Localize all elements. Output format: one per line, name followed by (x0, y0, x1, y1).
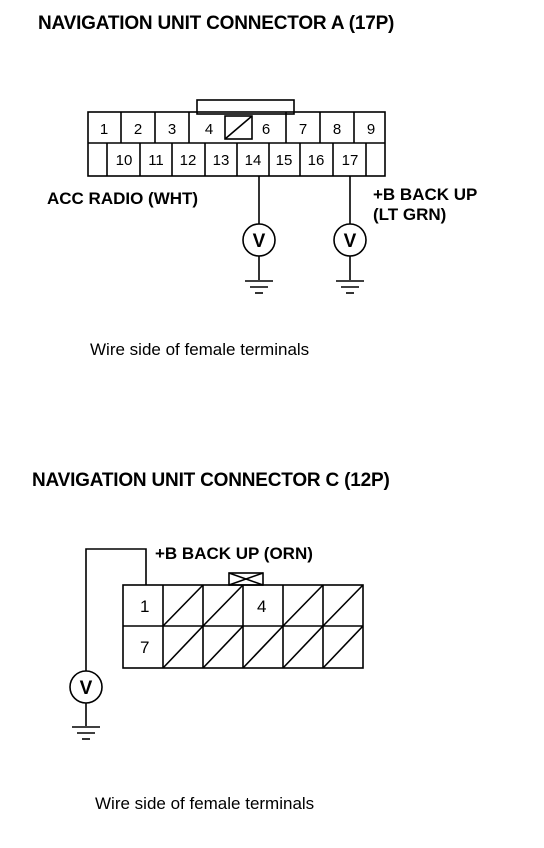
terminal-a-2: 2 (134, 121, 142, 138)
terminal-a-9: 9 (367, 121, 375, 138)
terminal-a-8: 8 (333, 121, 341, 138)
terminal-a-3: 3 (168, 121, 176, 138)
backup-label-line1: +B BACK UP (373, 185, 478, 204)
connector-c (69, 548, 364, 740)
terminal-a-7: 7 (299, 121, 307, 138)
terminal-a-10: 10 (116, 152, 133, 169)
blank-cavity-slash (224, 115, 253, 140)
voltmeter-right-symbol: V (344, 231, 357, 252)
terminal-c-4: 4 (257, 597, 266, 616)
probe-wire-c (85, 548, 147, 671)
terminal-c-7: 7 (140, 638, 149, 657)
connector-a (87, 99, 386, 177)
connector-a-caption: Wire side of female terminals (90, 340, 310, 359)
terminal-a-15: 15 (276, 152, 293, 169)
backup-orn-label: +B BACK UP (ORN) (155, 544, 313, 563)
terminal-a-4: 4 (205, 121, 213, 138)
terminal-a-6: 6 (262, 121, 270, 138)
terminal-a-17: 17 (342, 152, 359, 169)
terminal-a-11: 11 (148, 152, 164, 169)
terminal-a-1: 1 (100, 121, 108, 138)
connector-c-title: NAVIGATION UNIT CONNECTOR C (12P) (32, 470, 390, 491)
voltmeter-left-symbol: V (253, 231, 266, 252)
acc-radio-label: ACC RADIO (WHT) (47, 189, 199, 208)
connector-c-caption: Wire side of female terminals (95, 794, 315, 813)
terminal-a-14: 14 (245, 152, 262, 169)
blank-cavity (224, 115, 253, 140)
terminal-a-13: 13 (213, 152, 230, 169)
connector-a-latch (196, 99, 295, 115)
backup-label-line2: (LT GRN) (373, 205, 447, 224)
voltmeter-c-symbol: V (80, 678, 93, 699)
terminal-c-1: 1 (140, 597, 149, 616)
terminal-a-12: 12 (180, 152, 197, 169)
connector-a-title: NAVIGATION UNIT CONNECTOR A (17P) (38, 13, 395, 34)
terminal-a-16: 16 (308, 152, 325, 169)
